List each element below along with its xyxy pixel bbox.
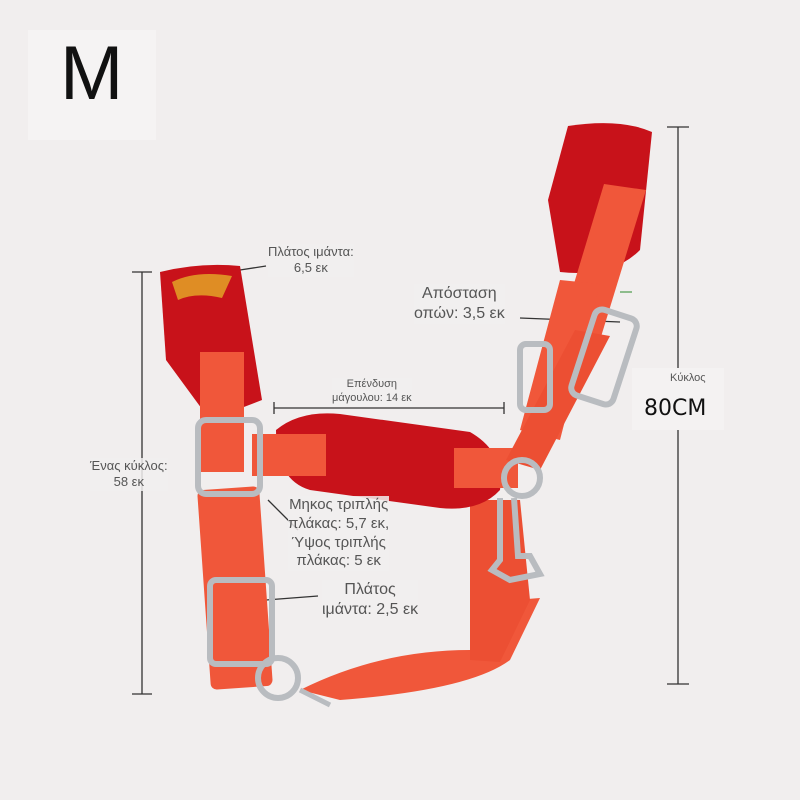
- one-circle-annotation: Ένας κύκλος: 58 εκ: [90, 458, 168, 491]
- triple-plate: [195, 417, 263, 497]
- strap-width-annotation: Πλάτος ιμάντα: 2,5 εκ: [322, 580, 419, 620]
- right-buckle: [568, 306, 640, 408]
- hole-distance-annotation: Απόσταση οπών: 3,5 εκ: [414, 284, 505, 324]
- circle-annotation-background: [632, 368, 724, 430]
- chin-ring: [255, 655, 301, 701]
- cheek-padding-annotation: Επένδυση μάγουλου: 14 εκ: [332, 378, 412, 406]
- circle-label: Κύκλος: [670, 372, 706, 384]
- size-letter: M: [60, 31, 124, 116]
- right-keeper: [517, 341, 553, 413]
- lower-buckle: [207, 577, 275, 667]
- right-ring: [501, 457, 543, 499]
- triple-plate-annotation: Μηκος τριπλής πλάκας: 5,7 εκ, Ύψος τριπλ…: [288, 496, 390, 571]
- crown-width-annotation: Πλάτος ιμάντα: 6,5 εκ: [268, 244, 354, 277]
- circle-value: 80CM: [644, 396, 707, 421]
- size-label-background: [28, 30, 156, 140]
